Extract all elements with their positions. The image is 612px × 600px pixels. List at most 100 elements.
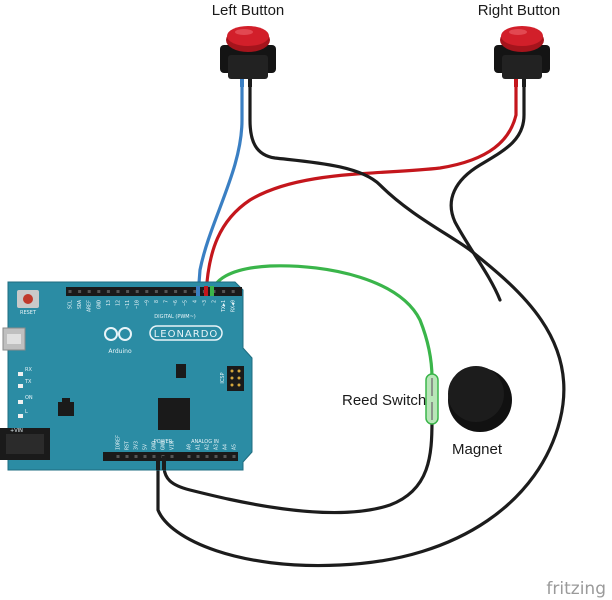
arduino-logo: Arduino <box>104 327 132 355</box>
digital-pin-label: 8 <box>154 300 160 303</box>
digital-pin-label: ~9 <box>144 300 150 306</box>
power-pin <box>125 455 129 458</box>
right-button-label: Right Button <box>478 2 561 19</box>
analog-pin-label: A4 <box>223 444 229 450</box>
digital-pin-label: TX▶1 <box>221 300 227 312</box>
digital-header <box>66 287 242 296</box>
digital-pin-label: SCL <box>68 300 74 309</box>
wire-right-button-signal <box>204 80 518 298</box>
digital-pin-10 <box>164 290 168 293</box>
digital-pin-label: ~3 <box>202 300 208 306</box>
analog-pin-label: A0 <box>187 444 193 450</box>
led-l-label: L <box>25 409 28 415</box>
wire-left-button-signal <box>196 80 244 298</box>
power-pin <box>152 455 156 458</box>
wires <box>156 80 566 568</box>
analog-pin <box>223 455 227 458</box>
magnet <box>448 366 512 432</box>
brand-label: Arduino <box>108 348 132 355</box>
power-pin <box>134 455 138 458</box>
wire-left-button-ground <box>156 80 566 568</box>
digital-pin-label: GND <box>96 300 102 309</box>
analog-pin-label: A2 <box>205 444 211 450</box>
digital-pin-label: 4 <box>192 300 198 303</box>
analog-in-label: ANALOG IN <box>191 439 219 445</box>
digital-pin-4 <box>106 290 110 293</box>
analog-pin-label: A1 <box>196 444 202 450</box>
analog-pin <box>196 455 200 458</box>
reed-switch <box>425 373 439 425</box>
digital-pin-label: RX◀0 <box>231 300 237 312</box>
digital-pin-8 <box>145 290 149 293</box>
analog-pin <box>214 455 218 458</box>
fritzing-watermark: fritzing <box>546 579 606 599</box>
digital-pin-5 <box>116 290 120 293</box>
wire-connectors <box>156 286 214 470</box>
led-rx-label: RX <box>25 367 32 373</box>
power-pin <box>116 455 120 458</box>
power-pin <box>143 455 147 458</box>
digital-pin-6 <box>126 290 130 293</box>
digital-pin-11 <box>174 290 178 293</box>
power-pin-label: IOREF <box>116 435 122 450</box>
analog-pin <box>232 455 236 458</box>
digital-pin-3 <box>97 290 101 293</box>
digital-pin-13 <box>193 290 197 293</box>
analog-pin <box>187 455 191 458</box>
analog-pin <box>205 455 209 458</box>
left-button-label: Left Button <box>212 2 285 19</box>
power-header <box>103 452 183 461</box>
analog-pin-label: A5 <box>232 444 238 450</box>
analog-header <box>183 452 238 461</box>
digital-pin-label: ~10 <box>135 300 141 309</box>
power-label: POWER <box>154 439 173 445</box>
bottom-pins <box>116 455 236 458</box>
digital-pin-16 <box>222 290 226 293</box>
wire-reed-switch-signal <box>210 264 434 380</box>
power-pin-label: VIN <box>170 441 176 450</box>
status-leds: RX TX ON L <box>18 367 33 418</box>
digital-pin-2 <box>87 290 91 293</box>
digital-pin-12 <box>183 290 187 293</box>
power-pin-label: GND <box>161 441 167 450</box>
right-button <box>494 26 550 87</box>
microcontroller-chip <box>158 398 190 430</box>
power-pin-label: RST <box>125 441 131 450</box>
reed-switch-label: Reed Switch <box>342 392 426 409</box>
digital-pin-label: 2 <box>212 300 218 303</box>
digital-pin-label: SDA <box>77 300 83 309</box>
led-on-label: ON <box>25 395 33 401</box>
vin-jack-label: +VIN <box>10 428 23 434</box>
digital-pin-7 <box>135 290 139 293</box>
power-pin-label: GND <box>152 441 158 450</box>
digital-pin-0 <box>68 290 72 293</box>
icsp-header <box>227 366 244 391</box>
digital-pin-label: ~5 <box>183 300 189 306</box>
power-pin <box>170 455 174 458</box>
power-pin-label: 3V3 <box>134 441 140 450</box>
digital-pin-9 <box>154 290 158 293</box>
wire-reed-switch-ground <box>162 418 434 515</box>
digital-pin-label: 7 <box>164 300 170 303</box>
left-button <box>220 26 276 87</box>
digital-pin-label: ~6 <box>173 300 179 306</box>
magnet-label: Magnet <box>452 441 503 458</box>
power-pin-label: 5V <box>143 444 149 450</box>
digital-pin-1 <box>78 290 82 293</box>
reset-label: RESET <box>20 310 37 316</box>
digital-pin-label: 13 <box>106 300 112 306</box>
board-name: LEONARDO <box>154 329 219 340</box>
wire-right-button-ground <box>449 80 526 302</box>
icsp-label: ICSP <box>220 372 226 383</box>
digital-pin-17 <box>231 290 235 293</box>
analog-pin-label: A3 <box>214 444 220 450</box>
digital-label: DIGITAL (PWM~) <box>154 314 196 320</box>
digital-pin-label: AREF <box>87 300 93 312</box>
digital-pin-label: 12 <box>116 300 122 306</box>
led-tx-label: TX <box>24 379 32 385</box>
